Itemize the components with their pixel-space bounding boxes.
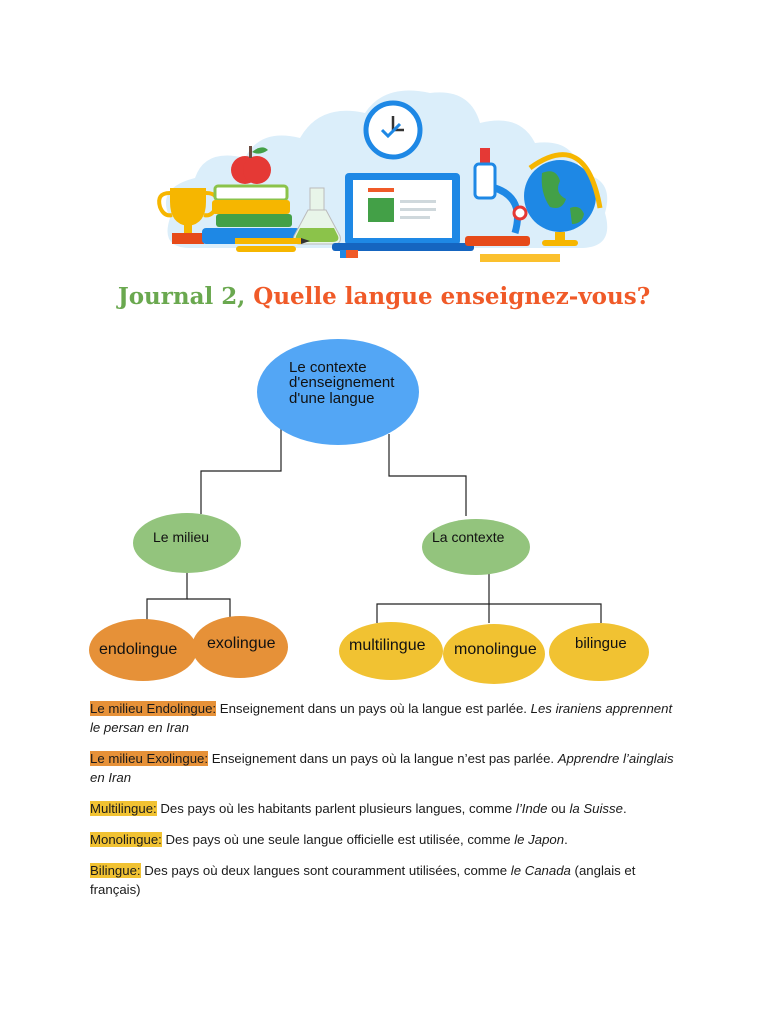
definition-multilingue: Multilingue: Des pays où les habitants p… xyxy=(90,799,680,818)
clock-icon xyxy=(363,100,423,160)
node-milieu: Le milieu xyxy=(133,513,241,573)
education-banner-illustration xyxy=(157,90,608,262)
definition-endolingue: Le milieu Endolingue: Enseignement dans … xyxy=(90,699,680,737)
definition-example: le Canada xyxy=(510,863,571,878)
definition-example: Apprendre l’ainglais en Iran xyxy=(90,751,674,785)
definition-bilingue: Bilingue: Des pays où deux langues sont … xyxy=(90,861,680,899)
definition-example: le Japon xyxy=(514,832,565,847)
node-milieu-label: Le milieu xyxy=(153,529,209,545)
definition-text: Des pays où deux langues sont couramment… xyxy=(140,863,511,878)
definition-monolingue: Monolingue: Des pays où une seule langue… xyxy=(90,830,680,849)
root-line-3: d'une langue xyxy=(289,390,374,407)
node-multilingue: multilingue xyxy=(339,622,443,680)
connector-lines xyxy=(146,427,602,623)
concept-map: Le contexte d'enseignement d'une langue … xyxy=(89,339,649,684)
definition-text: ou xyxy=(547,801,570,816)
node-bilingue-label: bilingue xyxy=(575,635,627,652)
svg-text:Le contexte: Le contexte xyxy=(289,359,367,376)
term-bilingue: Bilingue: xyxy=(90,863,141,878)
page-title: Journal 2, Quelle langue enseignez-vous? xyxy=(0,283,768,310)
definition-example: Les iraniens apprennent le persan en Ira… xyxy=(90,701,673,735)
books-icon xyxy=(202,184,300,252)
definitions-list: Le milieu Endolingue: Enseignement dans … xyxy=(90,699,680,911)
definition-example: la Suisse xyxy=(569,801,623,816)
definition-text: (anglais et français) xyxy=(90,863,636,897)
term-endolingue: Le milieu Endolingue: xyxy=(90,701,217,716)
definition-text: . xyxy=(622,801,627,816)
root-line-2: d'enseignement xyxy=(289,374,395,391)
definition-text: Enseignement dans un pays où la langue n… xyxy=(208,751,558,766)
node-root-context: Le contexte d'enseignement d'une langue xyxy=(257,339,419,445)
definition-example: l’Inde xyxy=(515,801,548,816)
title-journal-number: Journal 2, xyxy=(117,283,254,310)
microscope-icon xyxy=(465,148,530,246)
globe-icon xyxy=(524,152,603,246)
node-multilingue-label: multilingue xyxy=(349,637,426,654)
node-monolingue-label: monolingue xyxy=(454,641,537,658)
trophy-icon xyxy=(157,188,219,244)
definition-text: . xyxy=(564,832,568,847)
root-line-1: Le contexte xyxy=(289,359,367,376)
definition-text: Enseignement dans un pays où la langue e… xyxy=(216,701,531,716)
laptop-icon xyxy=(332,173,474,251)
title-question: Quelle langue enseignez-vous? xyxy=(253,283,651,310)
term-monolingue: Monolingue: xyxy=(90,832,162,847)
node-contexte-label: La contexte xyxy=(432,529,505,545)
apple-icon xyxy=(231,146,271,184)
svg-text:d'enseignement: d'enseignement xyxy=(289,374,395,391)
node-bilingue: bilingue xyxy=(549,623,649,681)
node-exolingue-label: exolingue xyxy=(207,635,276,652)
node-monolingue: monolingue xyxy=(443,624,545,684)
term-multilingue: Multilingue: xyxy=(90,801,157,816)
node-exolingue: exolingue xyxy=(192,616,288,678)
definition-exolingue: Le milieu Exolingue: Enseignement dans u… xyxy=(90,749,680,787)
node-contexte: La contexte xyxy=(422,519,530,575)
pencil-icon xyxy=(235,238,358,258)
definition-text: Des pays où les habitants parlent plusie… xyxy=(156,801,516,816)
svg-text:d'une langue: d'une langue xyxy=(289,390,374,407)
node-endolingue: endolingue xyxy=(89,619,197,681)
node-endolingue-label: endolingue xyxy=(99,641,177,658)
ruler-icon xyxy=(480,254,560,262)
definition-text: Des pays où une seule langue officielle … xyxy=(161,832,515,847)
term-exolingue: Le milieu Exolingue: xyxy=(90,751,209,766)
